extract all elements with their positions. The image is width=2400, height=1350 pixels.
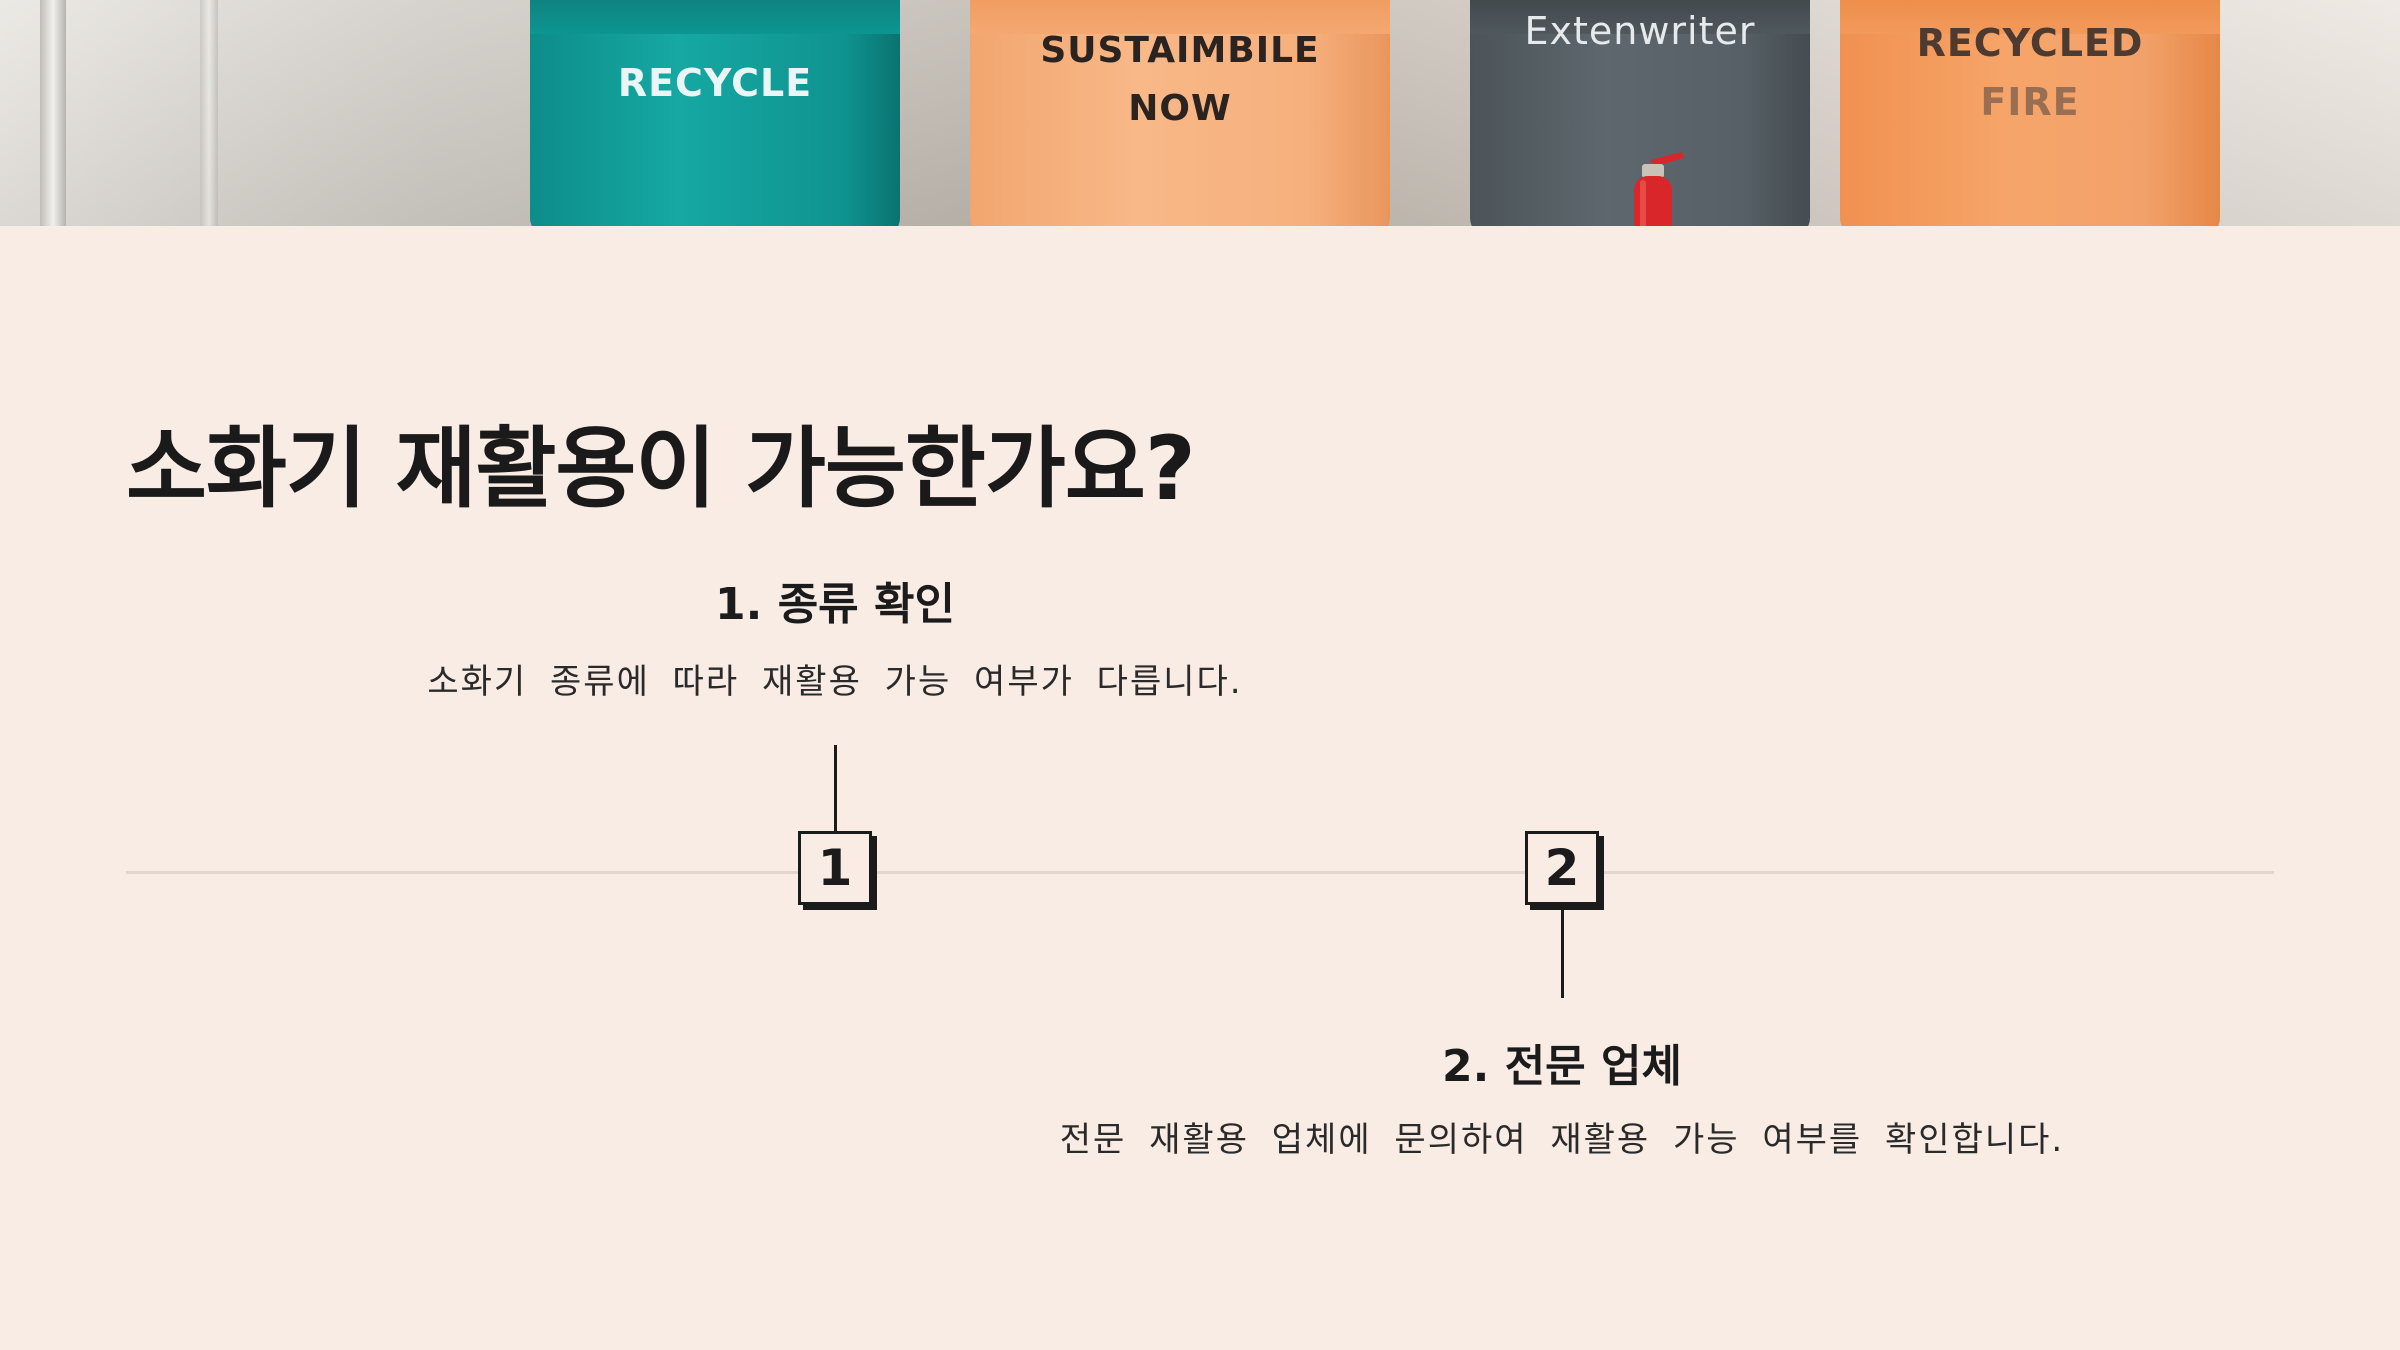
recycle-bin-orange: SUSTAIMBILE NOW [970,0,1390,226]
bin-label-line1: RECYCLED [1916,21,2144,65]
bin-label-line2: FIRE [1980,79,2080,124]
bin-label: RECYCLED FIRE [1840,14,2220,132]
wall-pipe [40,0,66,226]
step-2-title: 2. 전문 업체 [1442,1041,1682,1092]
bin-lid [1470,0,1810,34]
bin-lid [970,0,1390,34]
recycle-bin-gray: Extenwriter [1470,0,1810,226]
bin-label: SUSTAIMBILE NOW [1040,30,1320,129]
step-1-connector [834,745,837,831]
step-1-description: 소화기 종류에 따라 재활용 가능 여부가 다릅니다. [427,662,1243,702]
hero-image: RECYCLE SUSTAIMBILE NOW Extenwriter RECY… [0,0,2400,226]
step-1-marker: 1 [798,831,872,905]
bin-label: RECYCLE [617,61,813,105]
bin-label: Extenwriter [1524,9,1756,53]
bin-lid [530,0,900,34]
step-2-connector [1561,910,1564,998]
step-2-description: 전문 재활용 업체에 문의하여 재활용 가능 여부를 확인합니다. [1059,1120,2065,1160]
wall-pipe [200,0,218,226]
timeline-line [126,871,2274,874]
step-1-title: 1. 종류 확인 [715,579,955,630]
recycle-bin-teal: RECYCLE [530,0,900,226]
recycle-bin-orange-fire: RECYCLED FIRE [1840,0,2220,226]
bin-lid [1840,0,2220,34]
fire-extinguisher-icon [1634,152,1684,226]
step-2-marker: 2 [1525,831,1599,905]
page-title: 소화기 재활용이 가능한가요? [126,417,1196,520]
